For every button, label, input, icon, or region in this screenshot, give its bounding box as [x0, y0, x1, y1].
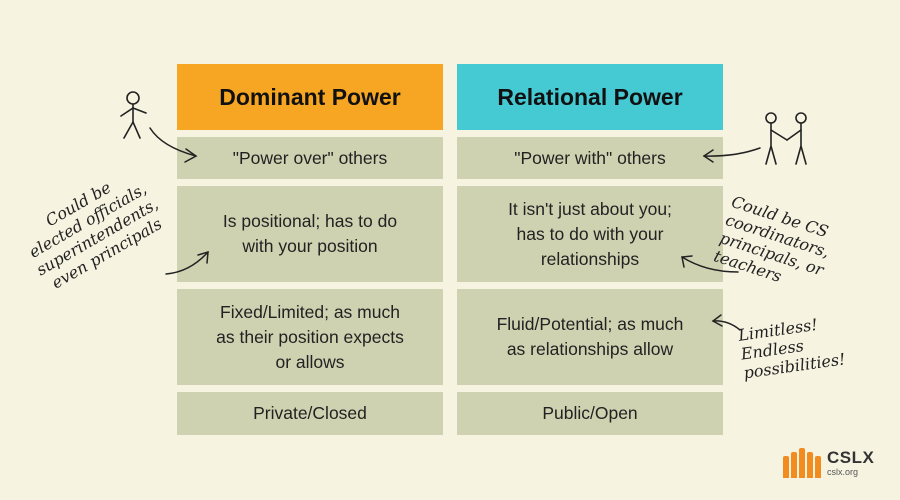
arrow-icon [149, 127, 761, 331]
relational-row-2: It isn't just about you; has to do with … [457, 186, 723, 282]
cslx-logo: CSLX cslx.org [783, 448, 874, 478]
dominant-row-1: "Power over" others [177, 137, 443, 179]
stick-figure-icon [120, 91, 147, 139]
relational-row-4: Public/Open [457, 392, 723, 435]
relational-power-header: Relational Power [457, 64, 723, 130]
logo-name: CSLX [827, 448, 875, 467]
relational-row-3: Fluid/Potential; as much as relationship… [457, 289, 723, 385]
dominant-power-header: Dominant Power [177, 64, 443, 130]
dominant-row-3: Fixed/Limited; as much as their position… [177, 289, 443, 385]
relational-row-1: "Power with" others [457, 137, 723, 179]
logo-url: cslx.org [827, 467, 859, 477]
cslx-logo-mark-icon [783, 448, 821, 478]
handshake-figures-icon [765, 112, 807, 165]
dominant-row-4: Private/Closed [177, 392, 443, 435]
dominant-row-2: Is positional; has to do with your posit… [177, 186, 443, 282]
